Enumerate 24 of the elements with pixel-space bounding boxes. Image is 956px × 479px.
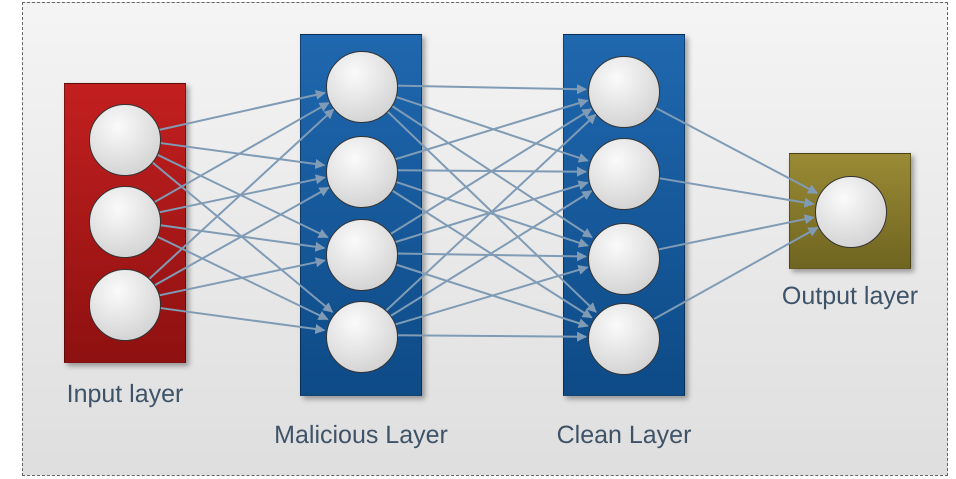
layer-label: Input layer bbox=[66, 380, 184, 409]
arrow bbox=[148, 108, 334, 280]
arrow bbox=[158, 174, 326, 214]
arrow bbox=[154, 186, 330, 286]
arrow bbox=[396, 84, 587, 94]
arrow bbox=[657, 214, 815, 251]
arrow bbox=[158, 224, 326, 252]
neuron-circle bbox=[326, 301, 398, 373]
arrow bbox=[396, 251, 587, 262]
arrow bbox=[158, 142, 326, 169]
arrow bbox=[158, 257, 326, 297]
arrow bbox=[154, 102, 330, 204]
arrow bbox=[652, 226, 818, 320]
layer-label: Malicious Layer bbox=[274, 421, 448, 450]
dashed-frame bbox=[22, 2, 948, 476]
arrow bbox=[158, 306, 326, 334]
arrow bbox=[396, 166, 587, 177]
arrow bbox=[657, 176, 814, 208]
arrow bbox=[158, 90, 326, 132]
layer-label: Clean Layer bbox=[556, 421, 692, 450]
arrow bbox=[150, 160, 334, 313]
neuron-circle bbox=[588, 303, 660, 375]
layer-label: Output layer bbox=[782, 282, 918, 311]
arrow bbox=[396, 332, 587, 342]
